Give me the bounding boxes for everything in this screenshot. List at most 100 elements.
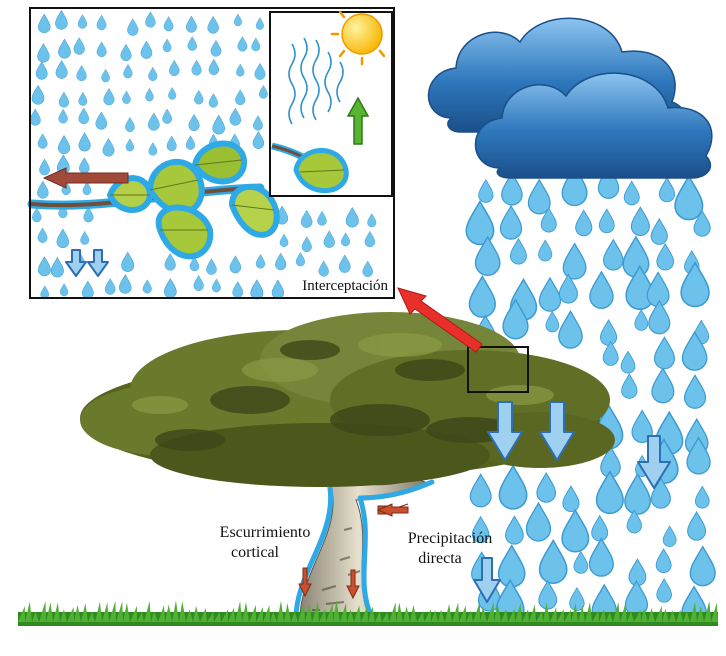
grass-blade [515,603,522,622]
grass-blade [228,607,235,622]
grass-blade [298,602,305,622]
evaporation-subinset [269,10,393,197]
raindrop-icon [509,238,528,265]
raindrop-icon [683,374,707,409]
raindrop-icon [623,473,652,515]
grass-blade [214,611,221,622]
grass-blade [116,601,123,622]
grass-blade [704,600,711,622]
grass-blade [662,608,669,622]
raindrop-icon [634,309,649,331]
raindrop-icon [674,175,704,221]
grass-blade [312,601,319,622]
grass-blade [543,602,550,622]
grass-blade [676,609,683,622]
grass-blade [606,611,613,622]
raindrop-icon [469,473,492,508]
grass-blade [144,600,151,622]
grass-blade [683,611,690,622]
raindrop-icon [620,350,636,374]
grass-blade [347,609,354,622]
grass-blade [627,611,634,622]
grass-blade [585,602,592,622]
grass-blade [522,609,529,622]
grass-blade [291,611,298,622]
inset-down-arrows [65,249,109,277]
interception-inset: Interceptación [27,7,395,300]
grass-blade [389,602,396,622]
grass-blade [424,609,431,622]
grass-blade [235,601,242,622]
grass-blade [81,602,88,622]
raindrop-icon [689,545,716,587]
grass-icon [18,600,718,626]
label-stemflow-line2: cortical [231,544,280,561]
grass-blade [284,602,291,622]
raindrop-icon [599,319,618,346]
grass-blade [536,610,543,622]
grass-blade [592,610,599,622]
raindrop-icon [465,200,495,246]
raindrop-icon [557,310,583,349]
grass-blade [620,603,627,622]
evaporation-up-arrow [346,96,370,145]
grass-blade [137,611,144,622]
grass-blade [221,609,228,622]
grass-blade [305,603,312,622]
grass-blade [249,604,256,622]
raindrop-icon [595,470,625,515]
grass-blade [172,600,179,622]
raindrop-icon [694,485,710,509]
grass-blade [263,605,270,622]
grass-blade [109,600,116,622]
label-stemflow-line1: Escurrimiento [220,524,311,541]
raindrop-icon [621,373,638,399]
raindrop-icon [651,367,675,404]
grass-blade [151,611,158,622]
raindrop-icon [573,550,589,574]
grass-blade [508,608,515,622]
grass-blade [186,609,193,622]
raindrop-icon [538,539,568,585]
grass-blade [655,605,662,622]
grass-blade [501,609,508,622]
tree [80,312,615,621]
raindrop-icon [622,235,650,278]
raindrop-icon [538,239,553,262]
grass-blade [690,601,697,622]
label-direct-line1: Precipitación [408,530,492,547]
raindrop-icon [662,525,677,548]
tree-canopy [80,312,615,487]
raindrop-icon [545,311,560,333]
grass-blade [417,611,424,622]
grass-blade [18,606,25,622]
interception-flow-arrow [42,167,129,189]
grass-blade [697,605,704,622]
stemflow-film [293,475,435,621]
raindrop-icon [498,464,528,510]
grass-blade [396,602,403,622]
raindrop-icon [648,300,671,335]
label-direct-line2: directa [418,550,462,567]
raindrop-icon [527,179,551,215]
grass-blade [578,605,585,622]
grass-blade [599,609,606,622]
grass-blade [130,605,137,622]
grass-blade [179,601,186,622]
raindrop-icon [504,515,524,545]
grass-blade [256,606,263,622]
raindrop-icon [589,271,614,310]
grass-blade [431,610,438,622]
grass-blade [571,602,578,622]
raindrop-icon [562,242,587,280]
grass-blade [529,604,536,622]
grass-blade [88,611,95,622]
subinset-branch [271,142,349,194]
grass-blade [452,602,459,622]
raindrop-icon [588,537,615,577]
grass-blade [711,602,718,622]
raindrop-icon [478,179,494,203]
grass-blade [333,600,340,622]
raindrop-icon [569,587,585,612]
